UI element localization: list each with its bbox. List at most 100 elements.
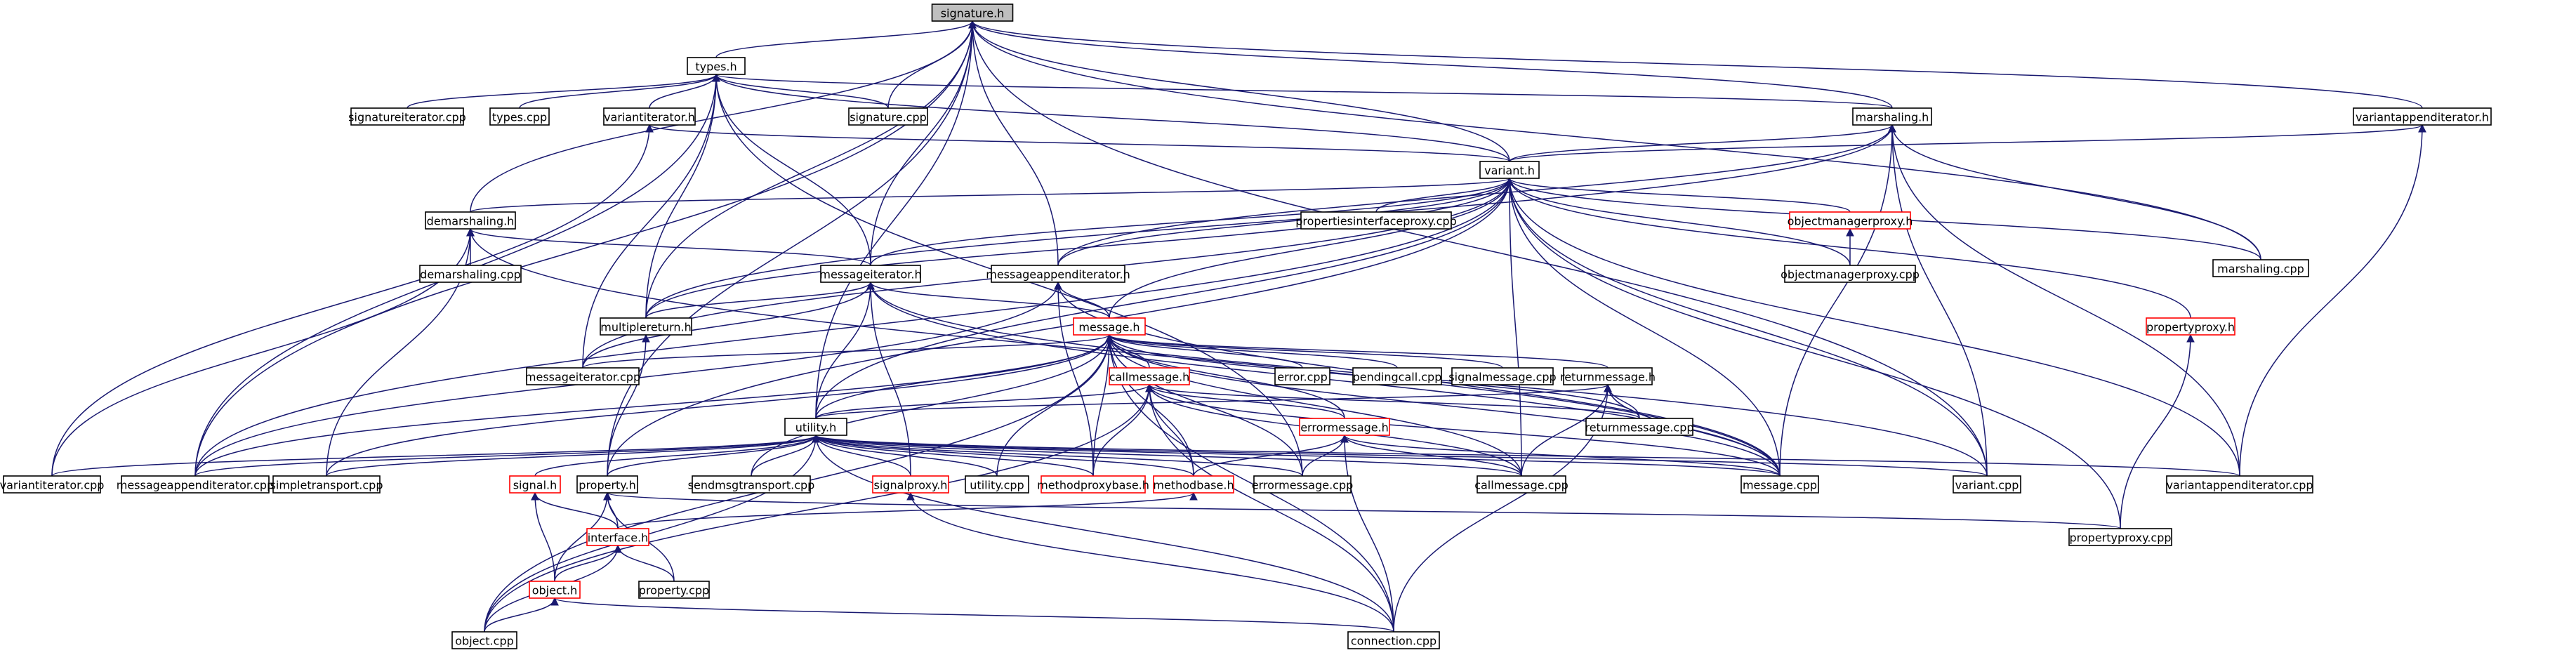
include-edge xyxy=(194,334,1110,477)
node-message-h[interactable]: message.h xyxy=(1073,317,1146,336)
node-property-h[interactable]: property.h xyxy=(576,475,638,494)
node-variant-h[interactable]: variant.h xyxy=(1479,161,1540,179)
node-variantappenditerator-cpp[interactable]: variantappenditerator.cpp xyxy=(2166,475,2313,494)
include-edge xyxy=(1109,334,1781,477)
node-box xyxy=(1347,631,1440,649)
node-error-cpp[interactable]: error.cpp xyxy=(1274,367,1330,385)
node-propertiesinterfaceproxy-cpp[interactable]: propertiesinterfaceproxy.cpp xyxy=(1295,211,1457,230)
node-utility-h[interactable]: utility.h xyxy=(784,418,847,436)
include-edge xyxy=(715,74,1893,109)
node-label: returnmessage.h xyxy=(1560,371,1656,384)
node-types-h[interactable]: types.h xyxy=(687,57,746,75)
node-label: signalproxy.h xyxy=(874,479,948,492)
node-label: variant.h xyxy=(1484,164,1535,178)
node-errormessage-h[interactable]: errormessage.h xyxy=(1299,418,1390,436)
include-edge xyxy=(1109,334,1522,477)
node-simpletransport-cpp[interactable]: simpletransport.cpp xyxy=(270,475,383,494)
include-edge xyxy=(326,435,817,477)
node-box xyxy=(272,475,381,494)
node-object-cpp[interactable]: object.cpp xyxy=(451,631,517,649)
node-types-cpp[interactable]: types.cpp xyxy=(489,107,550,126)
node-label: callmessage.h xyxy=(1109,371,1190,384)
node-box xyxy=(1352,367,1442,385)
include-edge xyxy=(554,492,608,582)
include-edge xyxy=(1509,124,1893,162)
node-callmessage-cpp[interactable]: callmessage.cpp xyxy=(1474,475,1568,494)
node-signatureiterator-cpp[interactable]: signatureiterator.cpp xyxy=(348,107,466,126)
node-pendingcall-cpp[interactable]: pendingcall.cpp xyxy=(1352,367,1442,385)
node-returnmessage-h[interactable]: returnmessage.h xyxy=(1560,367,1656,385)
node-demarshaling-cpp[interactable]: demarshaling.cpp xyxy=(419,265,522,283)
edge-arrowhead xyxy=(1145,383,1154,392)
include-edge xyxy=(815,384,1609,419)
node-propertyproxy-h[interactable]: propertyproxy.h xyxy=(2146,317,2235,336)
include-edge xyxy=(1092,334,1110,477)
node-utility-cpp[interactable]: utility.cpp xyxy=(965,475,1029,494)
node-demarshaling-h[interactable]: demarshaling.h xyxy=(425,211,516,230)
node-label: signatureiterator.cpp xyxy=(348,111,466,124)
include-edge xyxy=(617,492,1194,529)
node-label: marshaling.h xyxy=(1856,111,1929,124)
node-variantiterator-cpp[interactable]: variantiterator.cpp xyxy=(0,475,104,494)
include-edge xyxy=(645,282,871,319)
node-label: methodproxybase.h xyxy=(1037,479,1149,492)
node-object-h[interactable]: object.h xyxy=(529,581,581,599)
node-multiplereturn-h[interactable]: multiplereturn.h xyxy=(600,317,692,336)
node-objectmanagerproxy-h[interactable]: objectmanagerproxy.h xyxy=(1788,211,1913,230)
include-edge xyxy=(815,384,1150,419)
node-box xyxy=(1300,211,1452,230)
node-label: object.cpp xyxy=(455,635,514,648)
node-variantiterator-h[interactable]: variantiterator.h xyxy=(603,107,696,126)
node-messageappenditerator-h[interactable]: messageappenditerator.h xyxy=(986,265,1130,283)
node-propertyproxy-cpp[interactable]: propertyproxy.cpp xyxy=(2068,528,2172,546)
include-edge xyxy=(1375,178,1510,213)
node-messageiterator-cpp[interactable]: messageiterator.cpp xyxy=(525,367,640,385)
edge-arrowhead xyxy=(2186,333,2195,343)
include-edge xyxy=(815,435,1522,477)
node-marshaling-cpp[interactable]: marshaling.cpp xyxy=(2212,259,2309,277)
node-label: types.h xyxy=(695,60,737,74)
node-label: utility.h xyxy=(795,421,836,435)
node-messageappenditerator-cpp[interactable]: messageappenditerator.cpp xyxy=(117,475,274,494)
include-edge xyxy=(51,124,650,477)
node-objectmanagerproxy-cpp[interactable]: objectmanagerproxy.cpp xyxy=(1781,265,1920,283)
include-edge xyxy=(1344,435,1522,477)
node-signalmessage-cpp[interactable]: signalmessage.cpp xyxy=(1448,367,1557,385)
include-edge xyxy=(1109,334,1394,633)
node-signal-h[interactable]: signal.h xyxy=(509,475,561,494)
node-box xyxy=(638,581,710,599)
include-edge xyxy=(1344,435,1394,633)
include-edge xyxy=(1109,334,1503,369)
node-messageiterator-h[interactable]: messageiterator.h xyxy=(819,265,922,283)
include-edge xyxy=(972,20,1059,266)
node-returnmessage-cpp[interactable]: returnmessage.cpp xyxy=(1585,418,1694,436)
node-signalproxy-h[interactable]: signalproxy.h xyxy=(872,475,949,494)
node-variant-cpp[interactable]: variant.cpp xyxy=(1953,475,2021,494)
node-sendmsgtransport-cpp[interactable]: sendmsgtransport.cpp xyxy=(688,475,815,494)
node-box xyxy=(603,107,696,126)
edge-arrowhead xyxy=(2418,124,2426,133)
node-signature-cpp[interactable]: signature.cpp xyxy=(848,107,928,126)
node-label: simpletransport.cpp xyxy=(270,479,383,492)
include-edge xyxy=(519,74,717,109)
edge-arrowhead xyxy=(1846,227,1854,237)
node-signature-h[interactable]: signature.h xyxy=(931,4,1014,22)
include-edge xyxy=(1509,178,1988,477)
node-methodbase-h[interactable]: methodbase.h xyxy=(1153,475,1234,494)
include-edge xyxy=(870,282,911,477)
node-marshaling-h[interactable]: marshaling.h xyxy=(1852,107,1932,126)
node-box xyxy=(2166,475,2313,494)
node-interface-h[interactable]: interface.h xyxy=(586,528,649,546)
node-variantappenditerator-h[interactable]: variantappenditerator.h xyxy=(2353,107,2492,126)
node-property-cpp[interactable]: property.cpp xyxy=(638,581,710,599)
node-errormessage-cpp[interactable]: errormessage.cpp xyxy=(1252,475,1354,494)
node-connection-cpp[interactable]: connection.cpp xyxy=(1347,631,1440,649)
include-edge xyxy=(1393,384,1609,633)
include-edge xyxy=(51,435,817,477)
include-edge xyxy=(815,435,1394,633)
node-message-cpp[interactable]: message.cpp xyxy=(1741,475,1819,494)
node-label: objectmanagerproxy.cpp xyxy=(1781,268,1920,282)
node-methodproxybase-h[interactable]: methodproxybase.h xyxy=(1037,475,1149,494)
node-callmessage-h[interactable]: callmessage.h xyxy=(1109,367,1190,385)
node-box xyxy=(1789,211,1911,230)
